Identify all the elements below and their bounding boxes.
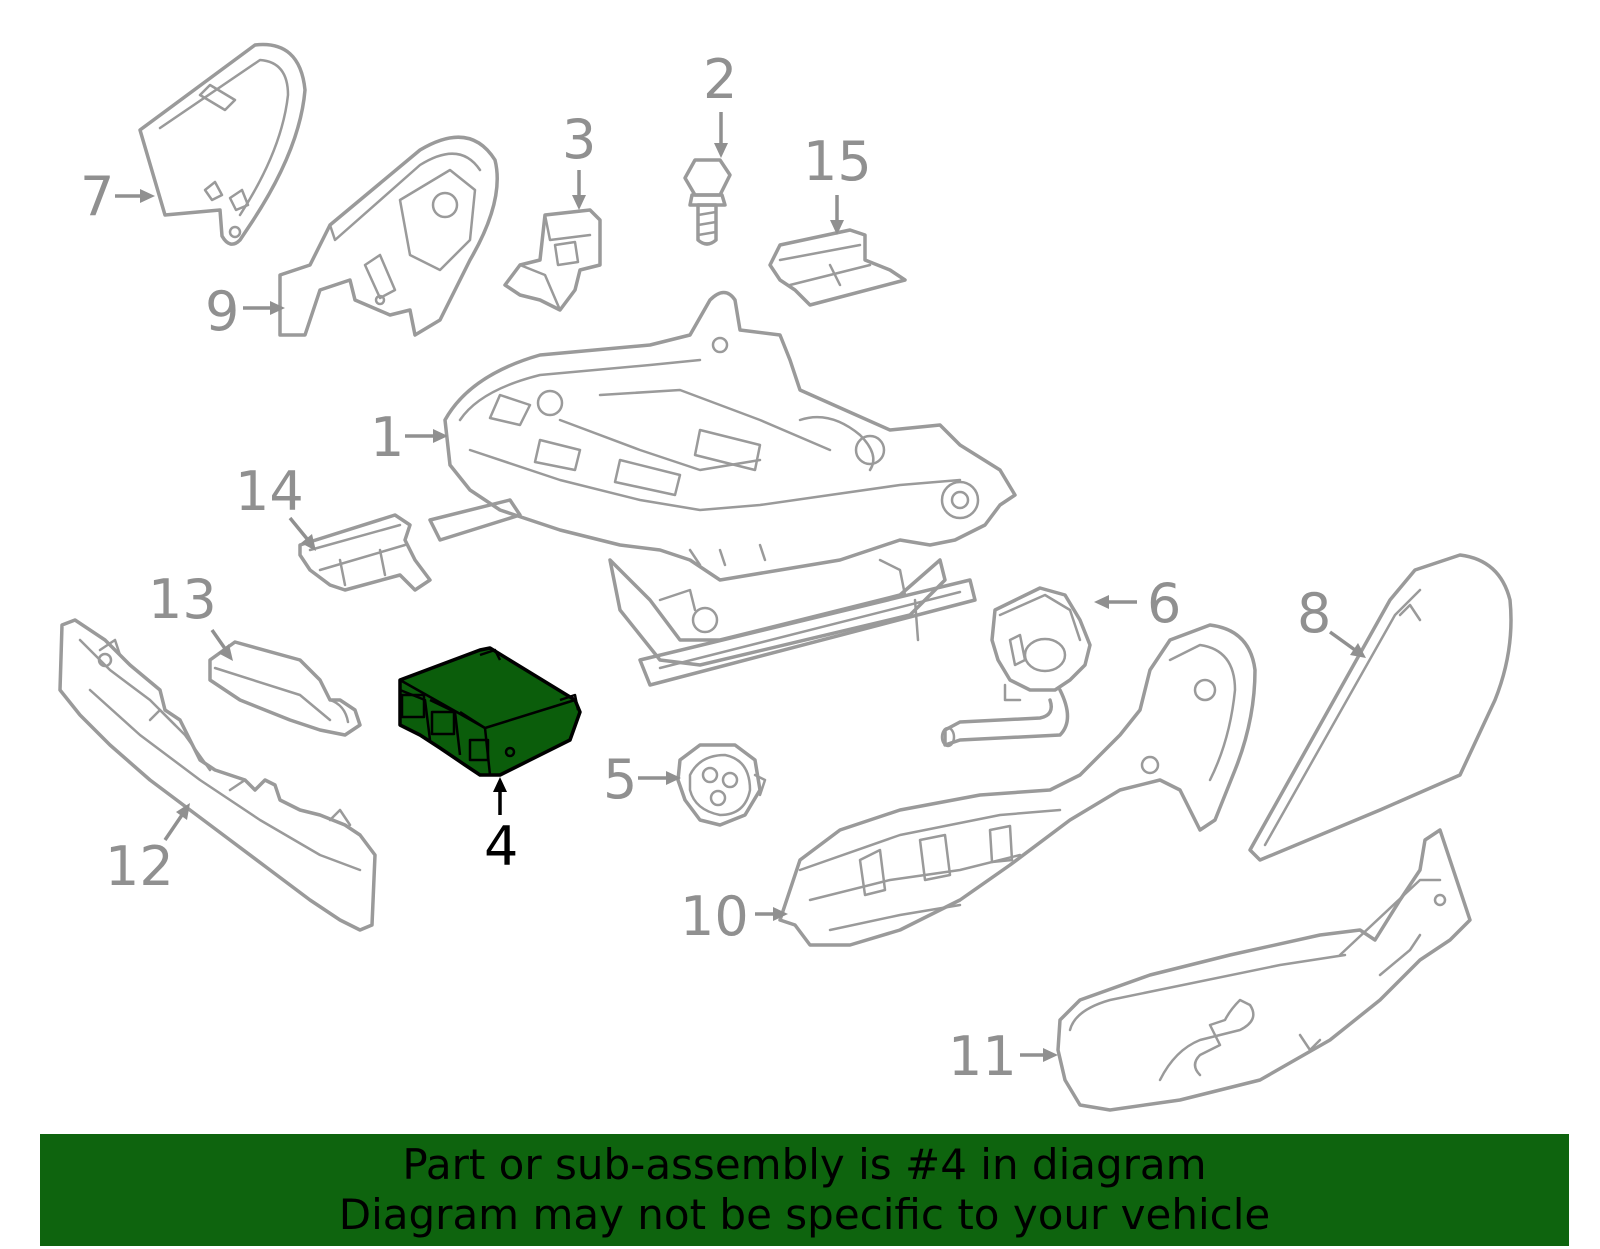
callout-11: 11 (948, 1025, 1017, 1088)
part-3-shape (503, 208, 602, 312)
part-13-shape (208, 640, 362, 737)
part-12-shape (58, 618, 377, 932)
callout-2: 2 (703, 48, 737, 111)
part-14-shape (298, 513, 432, 592)
banner-part-note: Part or sub-assembly is #4 in diagram (402, 1140, 1207, 1189)
callout-5: 5 (603, 748, 637, 811)
part-6-shape (940, 586, 1092, 748)
part-10-shape (778, 623, 1257, 947)
callout-7: 7 (80, 165, 114, 228)
callout-14: 14 (235, 460, 304, 523)
part-9-shape (278, 135, 499, 337)
callout-10: 10 (680, 885, 749, 948)
callout-9: 9 (205, 280, 239, 343)
callout-3: 3 (562, 108, 596, 171)
callout-arrows (115, 112, 1366, 1062)
banner-disclaimer: Diagram may not be specific to your vehi… (338, 1190, 1271, 1239)
callout-1: 1 (370, 406, 404, 469)
part-7-shape (138, 42, 307, 246)
part-11-shape (1056, 828, 1472, 1112)
callout-15: 15 (803, 130, 872, 193)
part-8-shape (1248, 553, 1513, 862)
part-15-shape (768, 228, 907, 307)
part-4-shape (398, 646, 582, 777)
callout-8: 8 (1297, 582, 1331, 645)
callout-6: 6 (1147, 572, 1181, 635)
part-1-shape (428, 290, 1017, 687)
callout-12: 12 (105, 835, 174, 898)
part-5-shape (676, 743, 767, 827)
callout-4: 4 (484, 815, 518, 878)
callout-labels: 7 9 3 2 15 1 14 13 12 4 5 6 8 10 11 (80, 48, 1331, 1088)
callout-13: 13 (148, 568, 217, 631)
part-2-shape (683, 158, 732, 246)
info-banner: Part or sub-assembly is #4 in diagram Di… (40, 1134, 1569, 1246)
